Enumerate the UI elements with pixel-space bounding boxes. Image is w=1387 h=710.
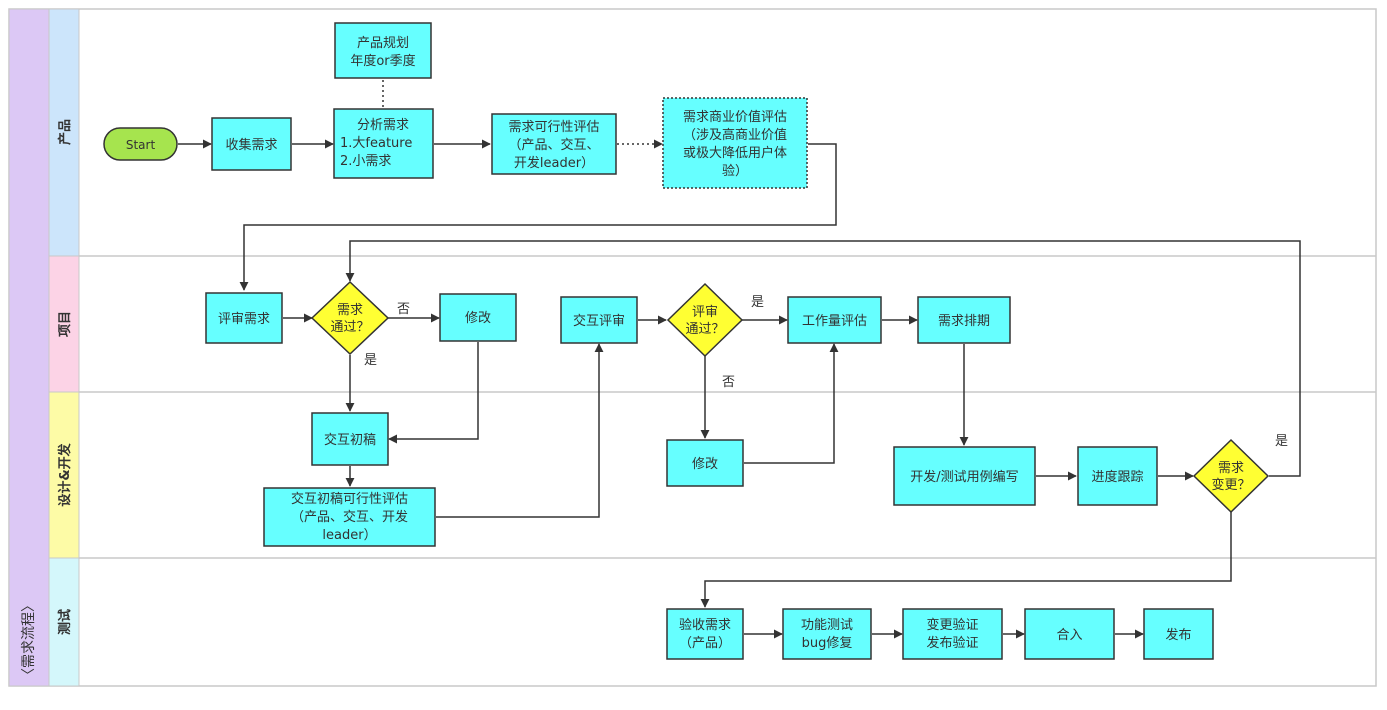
node-label: 分析需求 xyxy=(357,118,409,133)
node-devtest: 开发/测试用例编写 xyxy=(893,446,1036,506)
edge-label-pass1-yes: 是 xyxy=(364,353,377,368)
edge-change-yes-loop xyxy=(345,240,1301,477)
node-verify: 变更验证 发布验证 xyxy=(902,608,1003,660)
node-label: 变更？ xyxy=(1211,477,1250,493)
node-label: 需求排期 xyxy=(938,314,990,329)
node-track: 进度跟踪 xyxy=(1077,446,1158,506)
node-label: 2.小需求 xyxy=(340,154,391,169)
node-merge: 合入 xyxy=(1024,608,1115,660)
node-label: 验） xyxy=(722,163,748,179)
node-label: （产品） xyxy=(679,636,731,651)
node-label: 发布 xyxy=(1165,627,1191,643)
node-functest: 功能测试 bug修复 xyxy=(782,608,872,660)
node-label: 交互评审 xyxy=(573,313,625,329)
lane-project: 项目 xyxy=(48,255,80,393)
node-draft-feasibility: 交互初稿可行性评估 （产品、交互、开发 leader） xyxy=(263,487,436,547)
node-label: 收集需求 xyxy=(225,137,277,153)
node-decision-pass1: 需求 通过？ xyxy=(310,280,390,356)
lane-label-test: 测试 xyxy=(57,609,73,635)
node-schedule: 需求排期 xyxy=(917,296,1011,344)
node-decision-pass2: 评审 通过？ xyxy=(666,282,744,358)
node-label: （涉及高商业价值 xyxy=(683,127,787,143)
node-label: 工作量评估 xyxy=(802,314,867,329)
edge-modify2-workload xyxy=(744,343,839,464)
node-label: 进度跟踪 xyxy=(1091,469,1143,485)
node-label: 产品规划 xyxy=(357,36,409,51)
node-label: bug修复 xyxy=(802,636,853,651)
node-label: 变更验证 xyxy=(926,617,978,633)
node-label: 需求 xyxy=(337,303,363,318)
node-label: 验收需求 xyxy=(679,617,731,633)
lane-product: 产品 xyxy=(48,8,80,257)
node-label: 开发/测试用例编写 xyxy=(910,469,1018,485)
edge-label-pass2-yes: 是 xyxy=(751,295,764,310)
lane-label-project: 项目 xyxy=(58,311,73,337)
node-accept: 验收需求 （产品） xyxy=(666,608,744,660)
node-label: 合入 xyxy=(1056,628,1082,643)
node-label: 需求可行性评估 xyxy=(508,120,599,135)
edge-change-accept xyxy=(700,512,1232,608)
node-label: 年度or季度 xyxy=(350,53,415,69)
node-label: 交互初稿可行性评估 xyxy=(291,491,408,507)
node-label: 发布验证 xyxy=(926,635,978,651)
node-label: 修改 xyxy=(692,457,718,472)
node-workload: 工作量评估 xyxy=(787,296,882,344)
node-label: 评审需求 xyxy=(218,312,270,327)
connectors xyxy=(178,80,1301,639)
node-label: 需求商业价值评估 xyxy=(683,109,787,125)
lane-test: 测试 xyxy=(48,557,80,687)
lane-label-design-dev: 设计&开发 xyxy=(57,442,73,506)
edge-draftfeas-ixreview xyxy=(436,343,604,518)
node-label: Start xyxy=(126,138,156,152)
node-plan: 产品规划 年度or季度 xyxy=(334,22,432,79)
edge-label-pass1-no: 否 xyxy=(397,302,410,317)
node-start: Start xyxy=(103,127,178,161)
lane-dividers xyxy=(79,255,1376,559)
diagram-title: 〈需求流程〉 xyxy=(21,598,37,682)
node-label: 开发leader） xyxy=(514,155,594,171)
node-modify2: 修改 xyxy=(666,439,744,487)
node-label: （产品、交互、开发 xyxy=(291,509,408,525)
node-draft: 交互初稿 xyxy=(311,412,389,466)
node-label: 修改 xyxy=(465,311,491,326)
node-label: 通过？ xyxy=(330,320,369,335)
node-label: leader） xyxy=(322,528,376,543)
node-ix-review: 交互评审 xyxy=(560,296,638,344)
node-label: 需求 xyxy=(1218,461,1244,476)
edge-labels: 否 是 是 否 是 xyxy=(364,295,1288,449)
lane-design-dev: 设计&开发 xyxy=(48,391,80,559)
node-bizvalue: 需求商业价值评估 （涉及高商业价值 或极大降低用户体 验） xyxy=(662,97,808,189)
edge-label-change-yes: 是 xyxy=(1275,434,1288,449)
node-label: 1.大feature xyxy=(340,136,412,151)
title-band xyxy=(8,8,50,687)
edge-modify1-draft xyxy=(388,342,479,444)
node-decision-change: 需求 变更？ xyxy=(1192,438,1270,514)
node-modify1: 修改 xyxy=(439,293,517,342)
node-release: 发布 xyxy=(1143,608,1214,660)
node-label: （产品、交互、 xyxy=(508,137,599,153)
node-label: 评审 xyxy=(692,305,718,320)
edge-label-pass2-no: 否 xyxy=(722,375,735,390)
node-analyze: 分析需求 1.大feature 2.小需求 xyxy=(333,108,434,179)
edge-bizvalue-review xyxy=(239,143,837,291)
node-collect: 收集需求 xyxy=(211,117,292,171)
lane-label-product: 产品 xyxy=(57,119,73,145)
node-label: 或极大降低用户体 xyxy=(683,145,787,161)
node-label: 功能测试 xyxy=(801,618,853,633)
node-label: 交互初稿 xyxy=(324,432,376,448)
node-feasibility: 需求可行性评估 （产品、交互、 开发leader） xyxy=(491,113,617,175)
node-label: 通过？ xyxy=(685,322,724,337)
node-review: 评审需求 xyxy=(205,292,283,344)
